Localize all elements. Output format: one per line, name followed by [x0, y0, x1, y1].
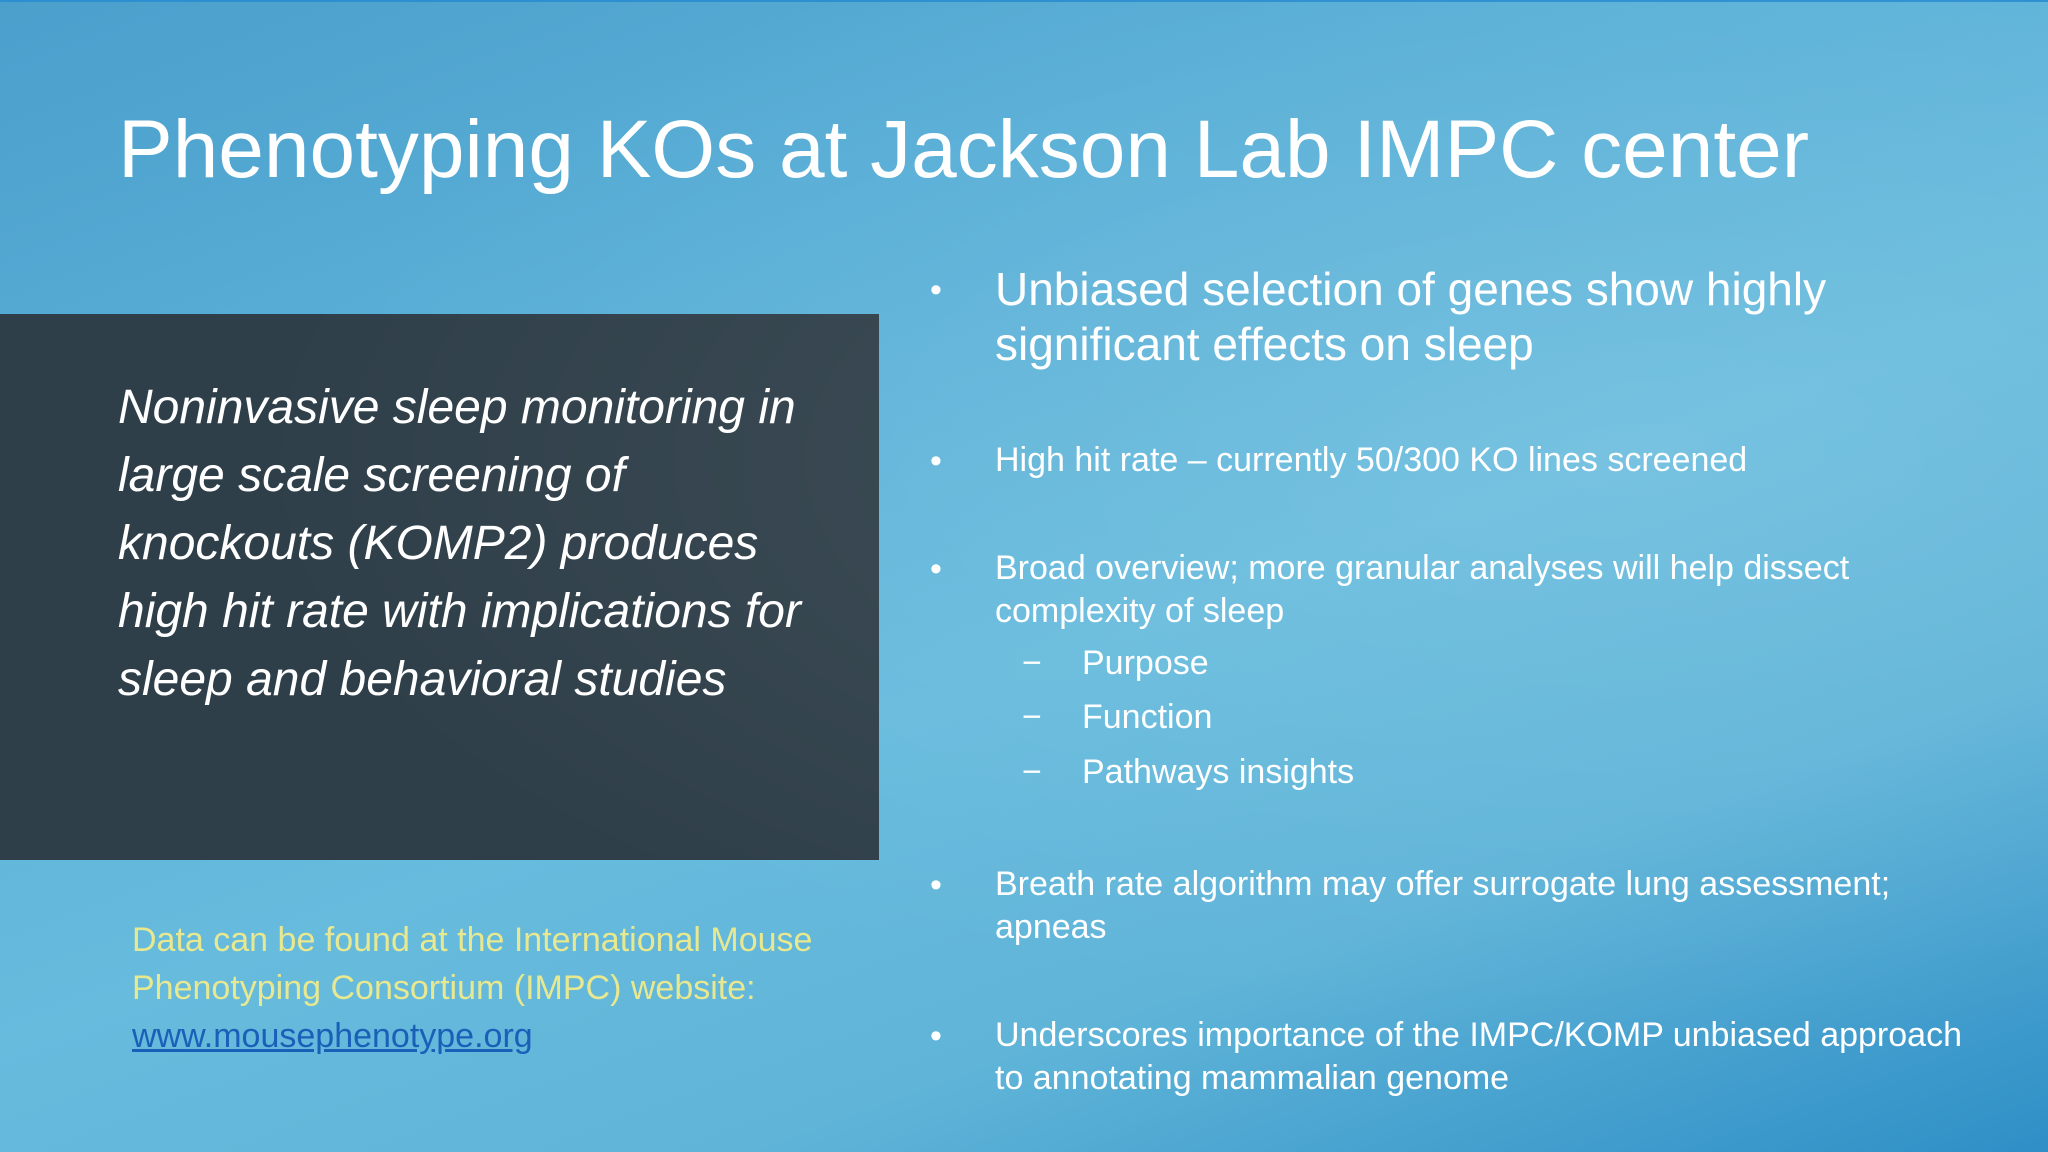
sub-bullet-marker: −	[1022, 644, 1042, 682]
mousephenotype-link[interactable]: www.mousephenotype.org	[132, 1017, 533, 1055]
sub-bullet-function: − Function	[1022, 696, 1212, 739]
slide-title: Phenotyping KOs at Jackson Lab IMPC cent…	[118, 100, 1809, 200]
summary-text: Noninvasive sleep monitoring in large sc…	[118, 381, 801, 706]
sub-bullet-text: Purpose	[1082, 644, 1209, 682]
bullet-marker: •	[930, 271, 942, 309]
bullet-text: High hit rate – currently 50/300 KO line…	[995, 441, 1748, 479]
title-part-2: KOs at Jackson Lab IMPC center	[596, 104, 1810, 195]
data-source-note: Data can be found at the International M…	[132, 916, 832, 1060]
title-part-1: Phenotyping	[118, 104, 574, 195]
sub-bullet-marker: −	[1022, 698, 1042, 736]
bullet-text: Underscores importance of the IMPC/KOMP …	[995, 1016, 1962, 1097]
bullet-text: Broad overview; more granular analyses w…	[995, 549, 1850, 630]
bullet-marker: •	[930, 866, 942, 904]
sub-bullet-purpose: − Purpose	[1022, 642, 1209, 685]
sub-bullet-text: Pathways insights	[1082, 753, 1355, 791]
bullet-marker: •	[930, 1017, 942, 1055]
sub-bullet-pathways: − Pathways insights	[1022, 751, 1354, 794]
bullet-marker: •	[930, 442, 942, 480]
sub-bullet-text: Function	[1082, 698, 1213, 736]
bullet-text: Unbiased selection of genes show highly …	[995, 263, 1827, 370]
bullet-marker: •	[930, 550, 942, 588]
bullet-text: Breath rate algorithm may offer surrogat…	[995, 865, 1891, 946]
sub-bullet-marker: −	[1022, 753, 1042, 791]
summary-box: Noninvasive sleep monitoring in large sc…	[0, 314, 879, 860]
source-text: Data can be found at the International M…	[132, 921, 813, 1007]
top-border	[0, 0, 2048, 2]
